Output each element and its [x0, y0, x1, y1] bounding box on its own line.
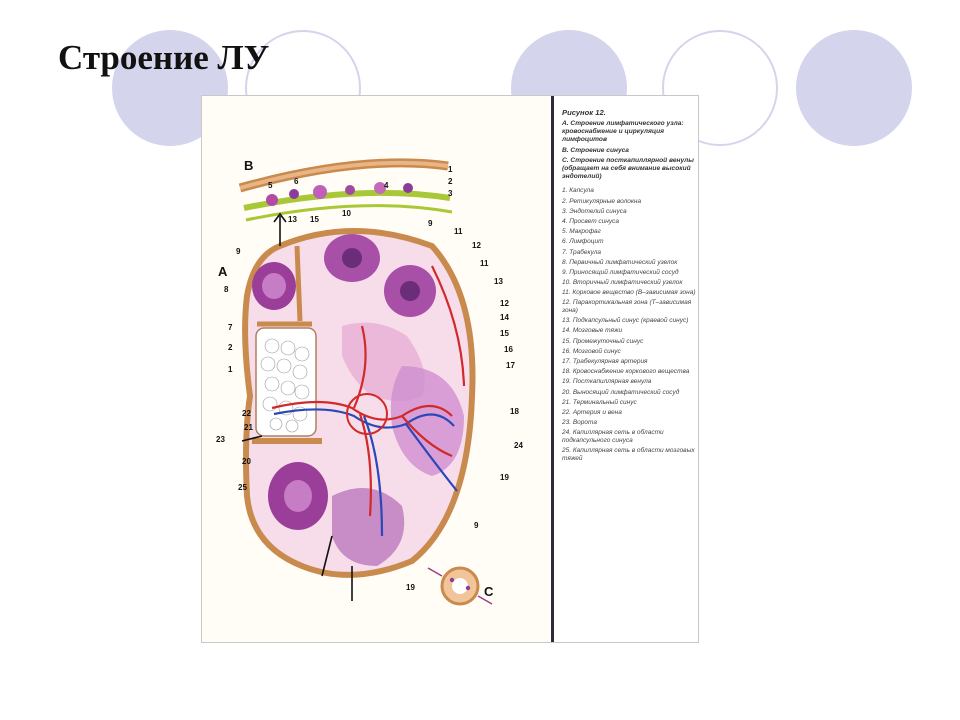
- legend-item: 22. Артерия и вена: [562, 408, 622, 416]
- legend-items: 1. Капсула 2. Ретикулярные волокна 3. Эн…: [562, 187, 696, 462]
- callout-1-b: 1: [448, 165, 453, 174]
- callout-9-bottom: 9: [474, 521, 479, 530]
- legend-item: 17. Трабекулярная артерия: [562, 358, 648, 366]
- callout-3-b: 3: [448, 189, 453, 198]
- panel-letter-a: А: [218, 264, 228, 279]
- callout-21: 21: [244, 423, 253, 432]
- legend-item: 21. Терминальный синус: [562, 398, 637, 406]
- legend-item: 12. Паракортикальная зона (Т–зависимая з…: [562, 299, 692, 315]
- legend-section-b: В. Строение синуса: [562, 146, 629, 154]
- legend-item: 15. Промежуточный синус: [562, 337, 644, 345]
- legend-item: 24. Капиллярная сеть в области подкапсул…: [562, 429, 664, 444]
- legend-section-c: С. Строение посткапиллярной венулы (обра…: [562, 156, 694, 181]
- legend-item: 7. Трабекула: [562, 248, 602, 256]
- callout-17: 17: [506, 361, 515, 370]
- legend-item: 18. Кровоснабжение коркового вещества: [562, 368, 690, 376]
- callout-22: 22: [242, 409, 251, 418]
- legend-item: 2. Ретикулярные волокна: [562, 197, 642, 205]
- panel-letter-b: В: [244, 158, 253, 173]
- legend-item: 9. Приносящий лимфатический сосуд: [562, 268, 679, 276]
- callout-16: 16: [504, 345, 513, 354]
- callout-15: 15: [310, 215, 319, 224]
- callout-18: 18: [510, 407, 519, 416]
- callout-2: 2: [228, 343, 233, 352]
- callout-12: 12: [500, 299, 509, 308]
- callout-8: 8: [224, 285, 229, 294]
- figure-divider: [551, 96, 554, 642]
- callout-9: 9: [236, 247, 241, 256]
- callout-11-top: 11: [454, 227, 463, 236]
- callout-5-b: 5: [268, 181, 273, 190]
- callout-23: 23: [216, 435, 225, 444]
- sinus-structure-drawing: [238, 158, 453, 222]
- legend-item: 11. Корковое вещество (В–зависимая зона): [562, 289, 696, 297]
- callout-24: 24: [514, 441, 523, 450]
- legend-item: 23. Ворота: [562, 419, 597, 427]
- legend-item: 14. Мозговые тяжи: [562, 327, 623, 335]
- figure-caption: Рисунок 12.: [562, 108, 606, 117]
- callout-10: 10: [342, 209, 351, 218]
- callout-7: 7: [228, 323, 233, 332]
- callout-20: 20: [242, 457, 251, 466]
- callout-25: 25: [238, 483, 247, 492]
- callout-14: 14: [500, 313, 509, 322]
- legend-item: 4. Просвет синуса: [562, 217, 619, 225]
- lymph-node-illustration: В А С 1 2 3 4 5 6 8 9 10 13 15 7 2 1 9 1…: [216, 158, 523, 606]
- lymph-node-figure: В А С 1 2 3 4 5 6 8 9 10 13 15 7 2 1 9 1…: [201, 95, 699, 643]
- callout-19: 19: [500, 473, 509, 482]
- legend-section-a: А. Строение лимфатического узла: кровосн…: [562, 120, 684, 144]
- callout-13-right: 13: [494, 277, 503, 286]
- figure-legend: Рисунок 12. А. Строение лимфатического у…: [562, 108, 696, 465]
- callout-12-top: 12: [472, 241, 481, 250]
- callout-19-c: 19: [406, 583, 415, 592]
- callout-13: 13: [288, 215, 297, 224]
- panel-letter-c: С: [484, 584, 494, 599]
- callout-6-b: 6: [294, 177, 299, 186]
- legend-item: 20. Выносящий лимфатический сосуд: [562, 388, 680, 396]
- legend-item: 16. Мозговой синус: [562, 347, 621, 355]
- callout-15-right: 15: [500, 329, 509, 338]
- lymph-node-diagram: В А С 1 2 3 4 5 6 8 9 10 13 15 7 2 1 9 1…: [202, 96, 552, 642]
- legend-item: 25. Капиллярная сеть в области мозговых …: [562, 447, 695, 462]
- legend-item: 1. Капсула: [562, 187, 594, 195]
- decor-circle-5: [796, 30, 912, 146]
- callout-11: 11: [480, 259, 489, 268]
- legend-item: 13. Подкапсульный синус (краевой синус): [562, 317, 689, 325]
- callout-9-right: 9: [428, 219, 433, 228]
- callout-1: 1: [228, 365, 233, 374]
- legend-item: 3. Эндотелий синуса: [562, 207, 627, 215]
- callout-2-b: 2: [448, 177, 453, 186]
- postcapillary-venule-drawing: [427, 566, 493, 606]
- legend-item: 5. Макрофаг: [562, 228, 601, 236]
- lymph-node-section: [241, 212, 476, 601]
- slide-title: Строение ЛУ: [58, 38, 270, 77]
- legend-item: 8. Первичный лимфатический узелок: [562, 258, 678, 266]
- legend-item: 10. Вторичный лимфатический узелок: [562, 279, 683, 287]
- legend-item: 19. Посткапиллярная венула: [562, 378, 652, 386]
- callout-4-b: 4: [384, 181, 389, 190]
- legend-item: 6. Лимфоцит: [562, 238, 604, 246]
